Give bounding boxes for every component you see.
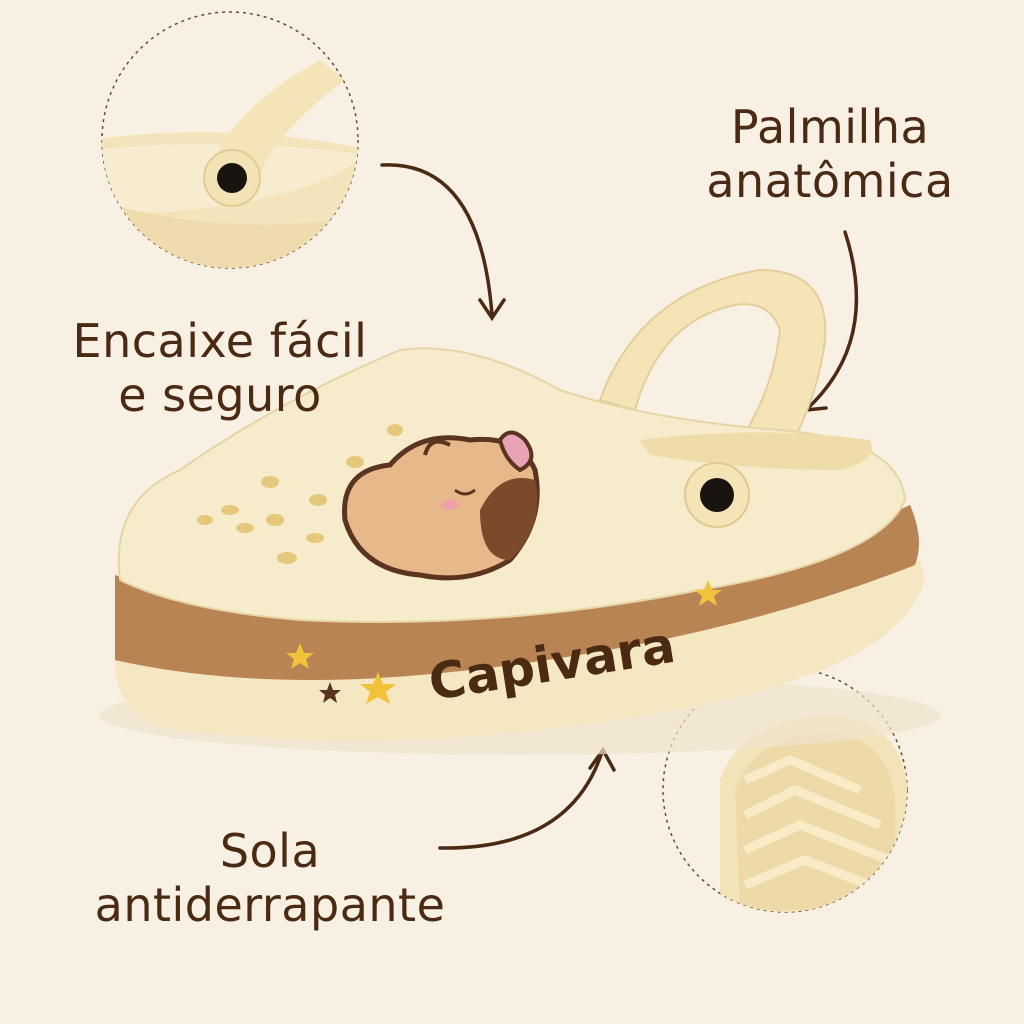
sole-callout: Sola antiderrapante [70, 824, 470, 932]
fit-callout-line1: Encaixe fácil [72, 314, 368, 368]
sole-callout-line1: Sola [219, 824, 321, 878]
decorative-band [115, 505, 919, 680]
strap-rivet-icon [700, 478, 734, 512]
star-icons [286, 580, 722, 704]
arrow-fit-icon [380, 163, 494, 317]
arrow-insole-icon [806, 230, 859, 410]
capybara-charm [342, 430, 540, 581]
sole-callout-line2: antiderrapante [94, 878, 446, 932]
strap-detail-inset [101, 11, 359, 269]
clog [100, 268, 940, 755]
fit-callout-line2: e seguro [118, 368, 322, 422]
rivet-icon [217, 163, 247, 193]
insole-callout-line2: anatômica [706, 154, 954, 208]
insole-callout: Palmilha anatômica [690, 100, 970, 208]
arrow-sole-icon [438, 750, 604, 850]
insole-callout-line1: Palmilha [730, 100, 930, 154]
fit-callout: Encaixe fácil e seguro [60, 314, 380, 422]
